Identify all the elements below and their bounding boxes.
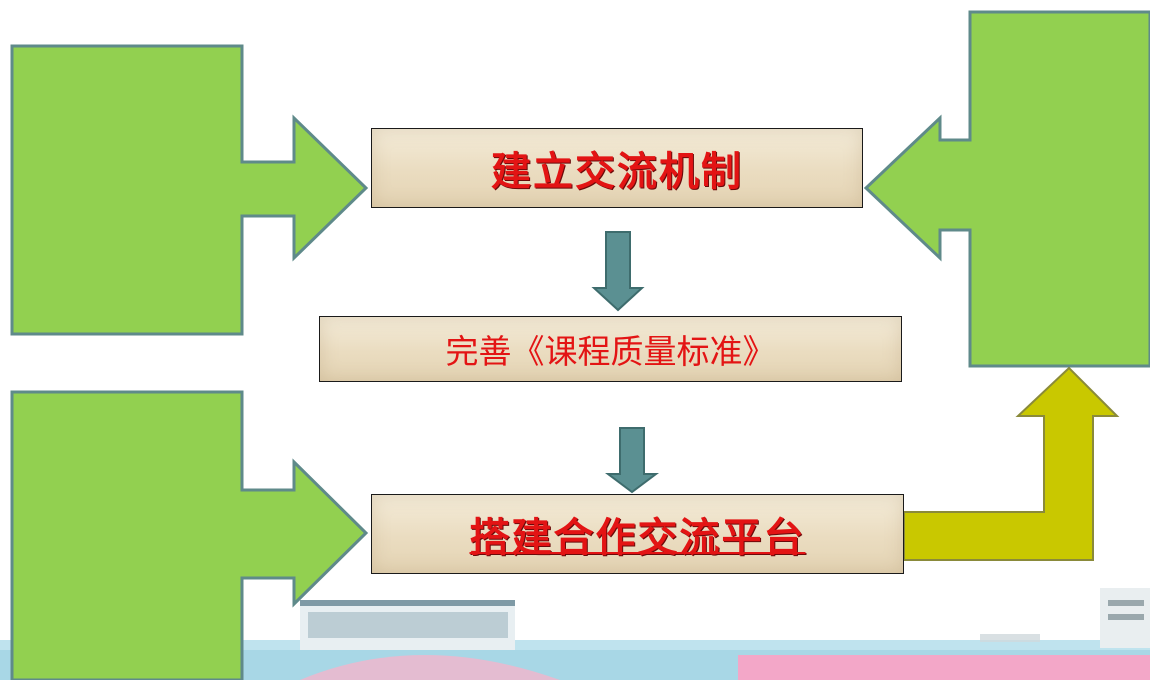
campus-photo-background (0, 588, 1150, 680)
right-arrow (863, 10, 1150, 368)
box-middle-label: 完善《课程质量标准》 (445, 332, 776, 371)
yellow-bent-arrow (903, 366, 1120, 561)
down-arrow-1 (591, 231, 645, 312)
box-improve-standard: 完善《课程质量标准》 (319, 316, 902, 382)
left-bottom-arrow (10, 390, 369, 680)
left-top-arrow (10, 44, 369, 336)
box-build-platform: 搭建合作交流平台 (371, 494, 904, 574)
box-top-label: 建立交流机制 (491, 148, 743, 195)
down-arrow-2 (605, 427, 659, 494)
box-establish-mechanism: 建立交流机制 (371, 128, 863, 208)
box-bottom-label: 搭建合作交流平台 (469, 514, 806, 561)
